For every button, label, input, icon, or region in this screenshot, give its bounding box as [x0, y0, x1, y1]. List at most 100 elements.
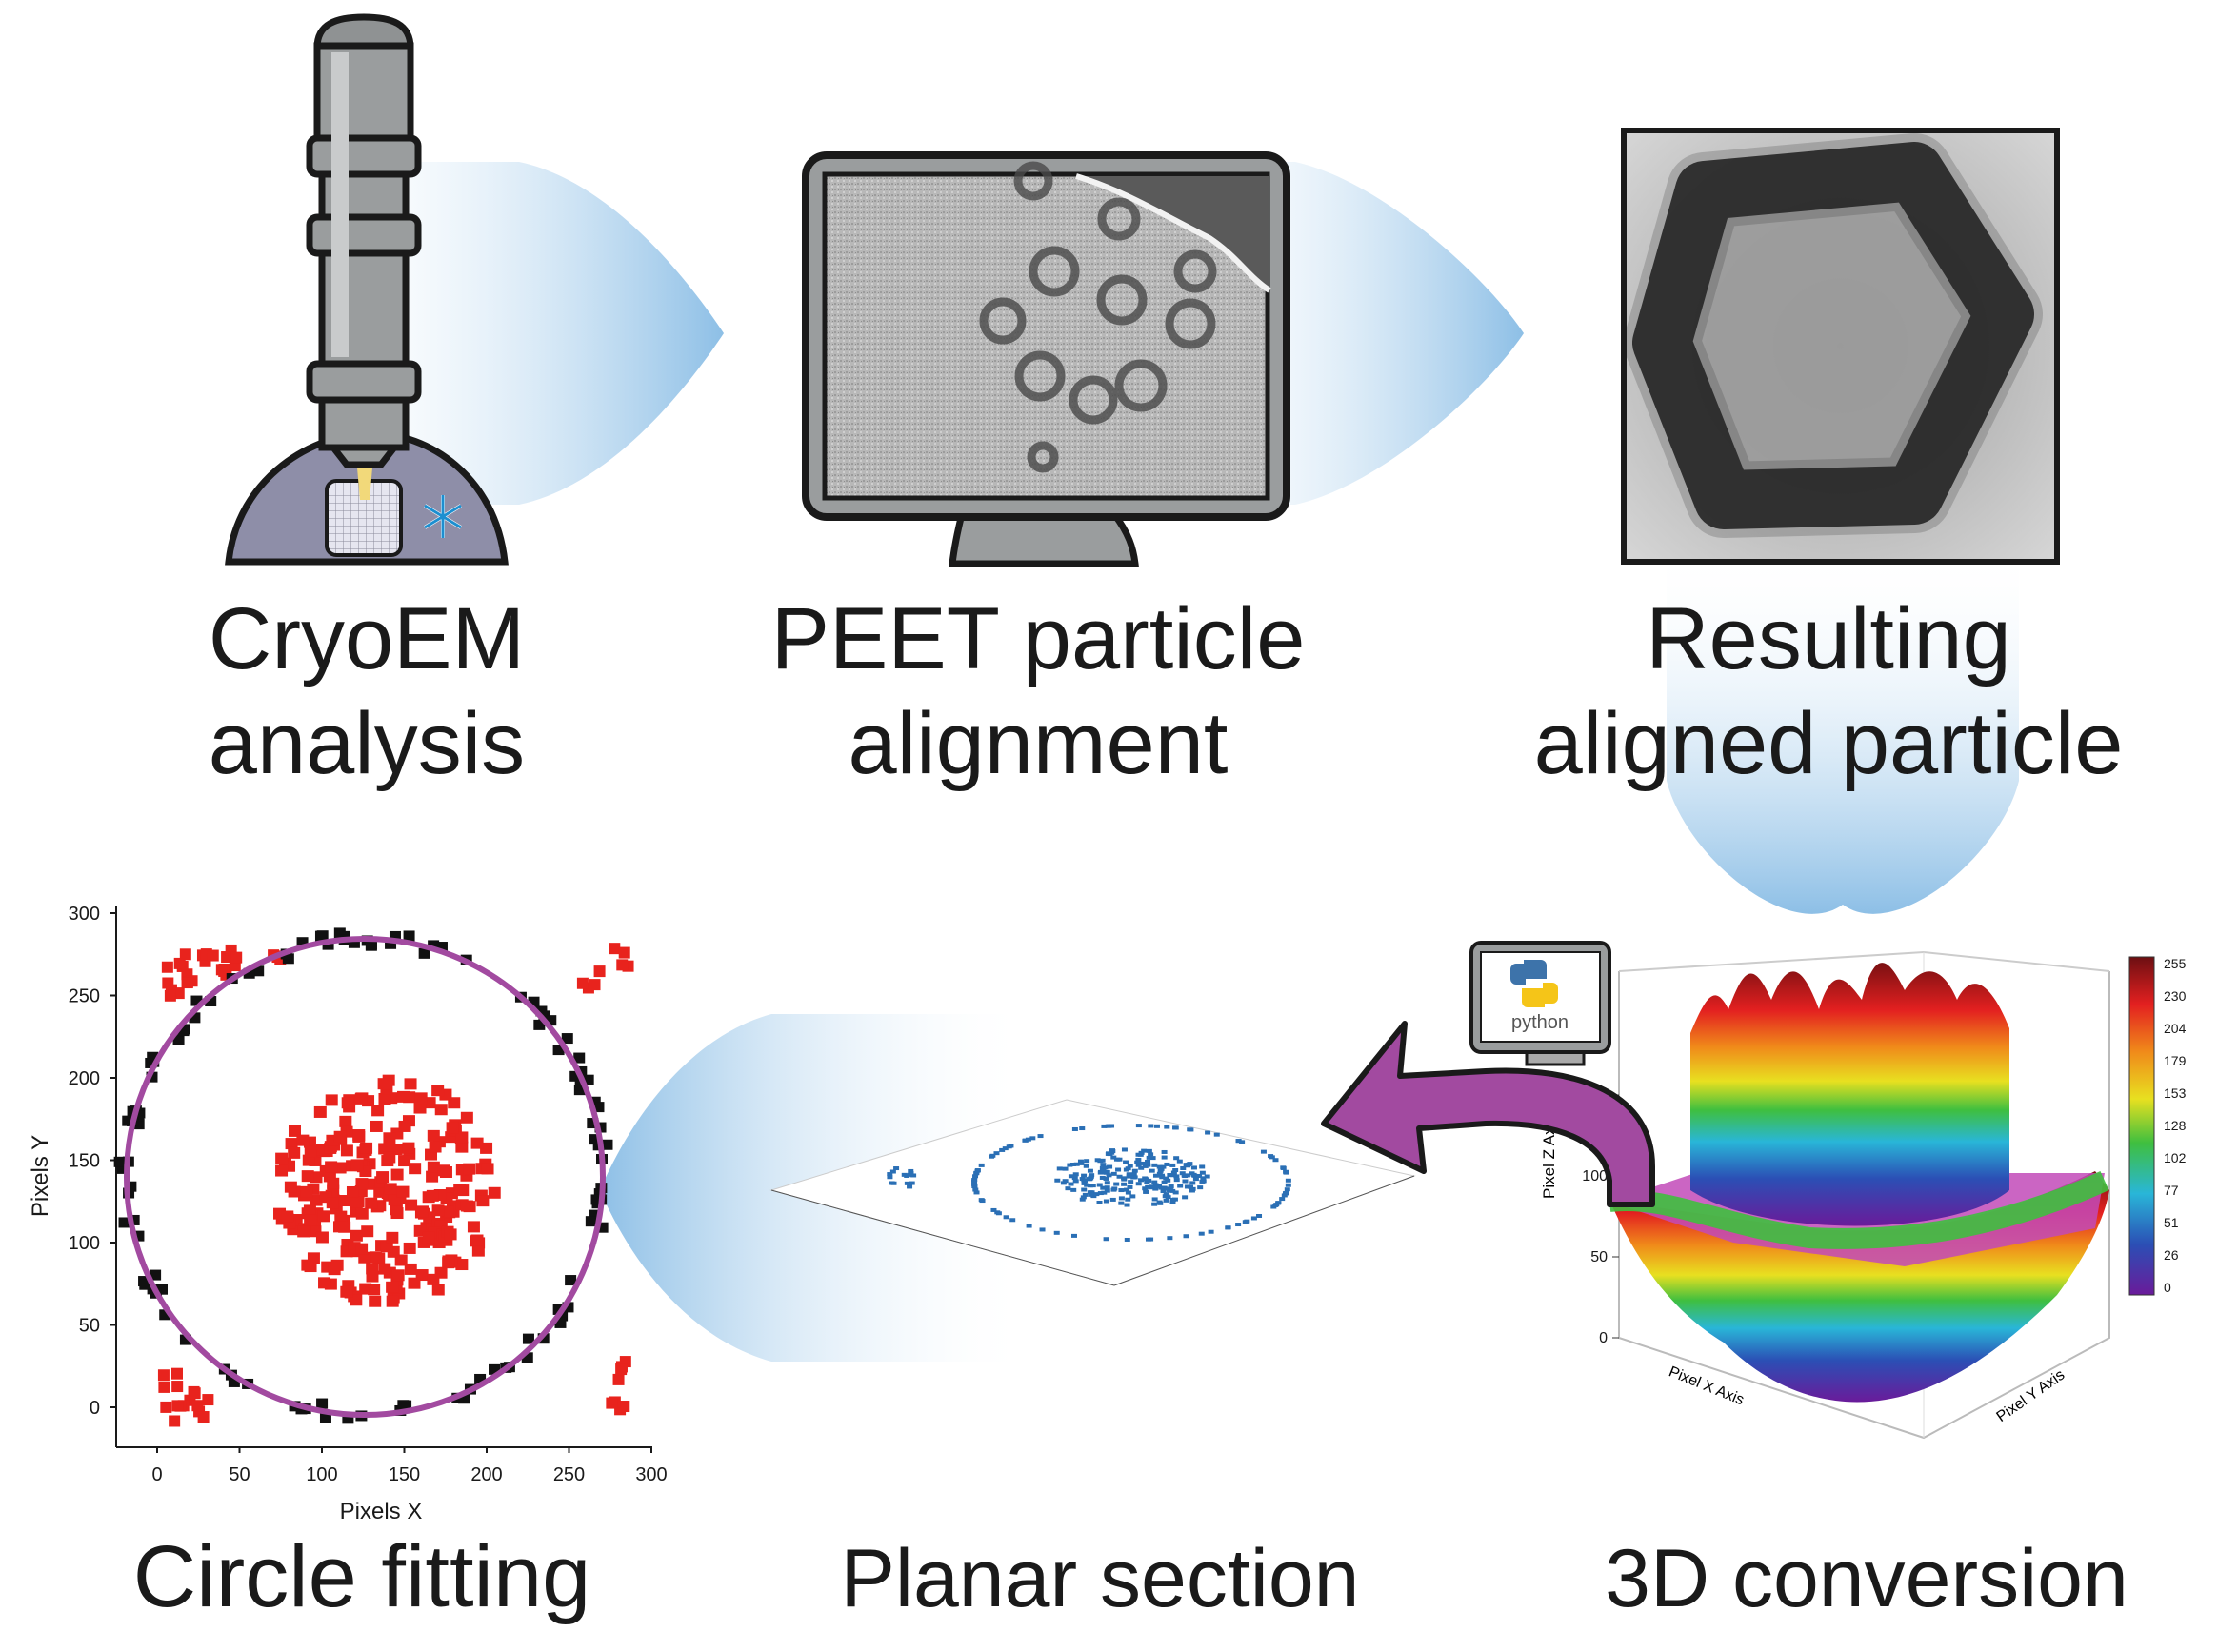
blue-data-point	[1039, 1227, 1046, 1232]
blue-data-point	[1099, 1166, 1106, 1171]
red-data-point	[616, 959, 629, 971]
red-data-point	[408, 1277, 421, 1289]
red-data-point	[337, 1195, 350, 1207]
blue-data-point	[1083, 1164, 1089, 1168]
black-data-point	[556, 1310, 569, 1322]
black-data-point	[342, 1413, 354, 1424]
black-data-point	[521, 1352, 533, 1363]
black-data-point	[574, 1080, 587, 1091]
red-data-point	[307, 1252, 320, 1264]
black-data-point	[545, 1015, 557, 1026]
blue-data-point	[1152, 1173, 1159, 1178]
blue-data-point	[1029, 1136, 1036, 1141]
red-data-point	[160, 1401, 172, 1413]
blue-data-point	[1121, 1176, 1128, 1181]
blue-data-point	[1080, 1195, 1087, 1200]
blue-data-point	[1235, 1223, 1242, 1227]
blue-data-point	[908, 1171, 914, 1176]
red-data-point	[455, 1141, 469, 1153]
blue-data-point	[1071, 1176, 1078, 1181]
blue-data-point	[1279, 1197, 1286, 1202]
blue-data-point	[889, 1181, 895, 1185]
y-tick-label: 50	[79, 1316, 100, 1337]
red-data-point	[618, 1401, 630, 1413]
y-tick-label: 250	[69, 986, 100, 1007]
flow-arrow-3	[1667, 543, 2019, 914]
blue-data-point	[1184, 1173, 1190, 1178]
blue-data-point	[1109, 1148, 1116, 1153]
red-data-point	[333, 1130, 347, 1143]
black-data-point	[150, 1269, 162, 1281]
red-data-point	[403, 1242, 416, 1254]
black-data-point	[569, 1070, 582, 1082]
blue-data-point	[1099, 1175, 1106, 1180]
blue-data-point	[1087, 1177, 1093, 1182]
red-data-point	[334, 1210, 348, 1223]
blue-data-point	[1105, 1151, 1111, 1156]
red-data-point	[476, 1195, 490, 1207]
blue-data-point	[1167, 1173, 1173, 1178]
blue-data-point	[1148, 1124, 1154, 1128]
red-data-point	[576, 977, 589, 989]
black-data-point	[146, 1071, 158, 1083]
black-data-point	[418, 947, 430, 959]
x-tick-label: 100	[306, 1464, 337, 1485]
blue-data-point	[887, 1172, 893, 1177]
colorbar-tick-label: 255	[2164, 956, 2187, 971]
red-data-point	[437, 1164, 450, 1177]
blue-data-point	[1152, 1186, 1159, 1191]
planar-section-plot	[769, 1099, 1416, 1286]
colorbar-tick-label: 230	[2164, 988, 2187, 1004]
blue-data-point	[971, 1182, 978, 1186]
blue-data-point	[1156, 1164, 1163, 1169]
blue-data-point	[1161, 1149, 1168, 1154]
blue-data-point	[974, 1168, 981, 1173]
red-data-point	[358, 1251, 371, 1264]
red-data-point	[422, 1231, 435, 1244]
x-tick-label: 200	[470, 1464, 502, 1485]
red-data-point	[431, 1085, 445, 1097]
blue-data-point	[1118, 1201, 1125, 1205]
x-tick-label: 150	[389, 1464, 420, 1485]
monitor-icon	[802, 151, 1290, 567]
red-data-point	[373, 1185, 387, 1198]
red-data-point	[618, 946, 630, 959]
blue-data-point	[1009, 1218, 1016, 1223]
black-data-point	[252, 965, 265, 977]
blue-data-point	[973, 1170, 980, 1175]
red-data-point	[350, 1159, 364, 1171]
black-data-point	[552, 1304, 565, 1315]
blue-data-point	[1104, 1181, 1110, 1185]
blue-data-point	[1159, 1175, 1166, 1180]
black-data-point	[561, 1033, 573, 1045]
y-tick-label: 0	[90, 1398, 100, 1419]
blue-data-point	[1163, 1198, 1169, 1203]
blue-data-point	[1118, 1196, 1125, 1201]
blue-data-point	[1145, 1184, 1151, 1189]
red-data-point	[376, 1171, 390, 1184]
blue-data-point	[1126, 1174, 1132, 1179]
red-data-point	[355, 1207, 369, 1220]
python-monitor-icon: python	[1469, 941, 1611, 1066]
black-data-point	[190, 995, 203, 1006]
blue-data-point	[1142, 1176, 1149, 1181]
blue-data-point	[1270, 1204, 1277, 1209]
black-data-point	[156, 1284, 169, 1295]
blue-data-point	[1199, 1170, 1206, 1175]
blue-data-point	[1285, 1183, 1291, 1187]
blue-data-point	[1169, 1163, 1176, 1167]
colorbar-tick-label: 204	[2164, 1021, 2187, 1036]
x-tick-label: 0	[151, 1464, 162, 1485]
blue-data-point	[1208, 1229, 1214, 1234]
blue-data-point	[1099, 1158, 1106, 1163]
red-data-point	[455, 1259, 469, 1271]
blue-data-point	[1151, 1180, 1158, 1184]
red-data-point	[317, 1210, 330, 1223]
blue-data-point	[893, 1166, 900, 1171]
black-data-point	[159, 1309, 171, 1321]
blue-data-point	[1138, 1150, 1145, 1155]
red-data-point	[288, 1125, 301, 1137]
blue-data-point	[907, 1184, 913, 1189]
blue-data-point	[1054, 1178, 1061, 1183]
cryoem-line2: analysis	[208, 695, 526, 792]
